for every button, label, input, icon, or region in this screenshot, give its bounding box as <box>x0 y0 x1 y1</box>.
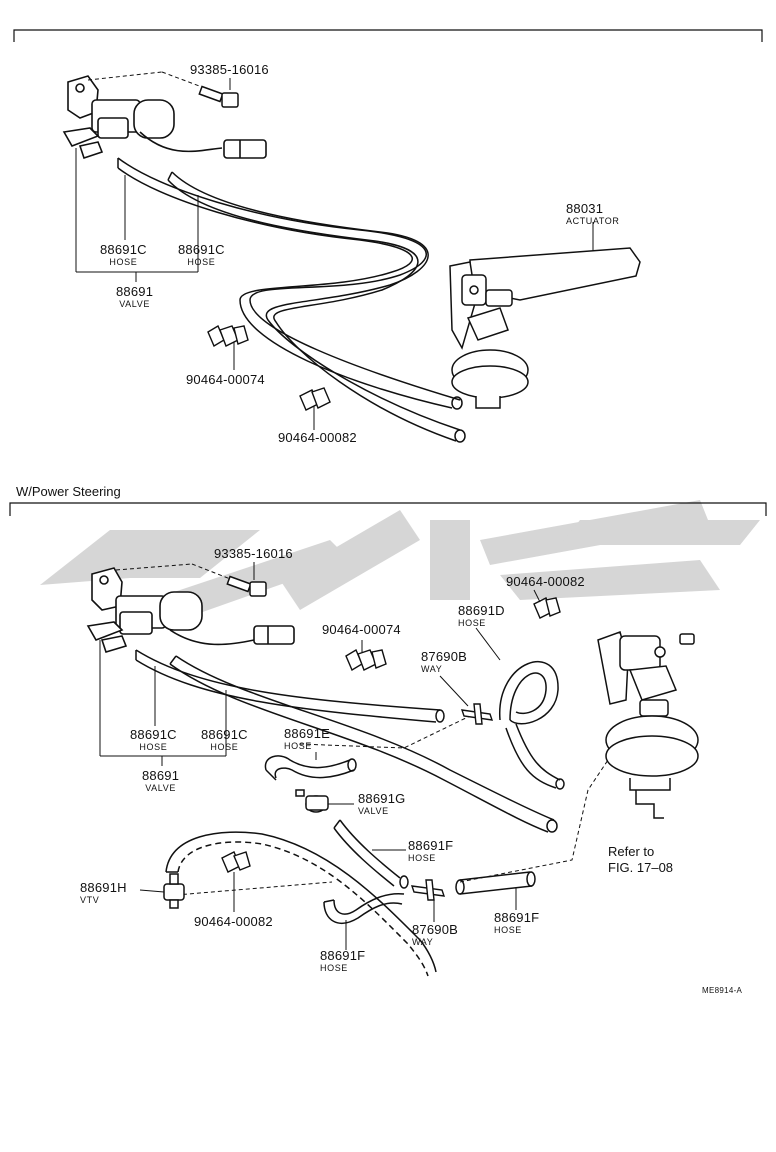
leader-dashed-bottom <box>115 563 609 896</box>
way-label-1: 87690B WAY <box>421 649 467 674</box>
vtv-88691H-icon <box>163 873 185 909</box>
part-number: 88691F <box>494 910 540 925</box>
actuator-top-icon <box>449 247 641 409</box>
part-number: 88031 <box>566 201 604 216</box>
valve-g-label: 88691G VALVE <box>358 791 405 816</box>
vsv-bottom-icon <box>86 567 295 653</box>
part-name: HOSE <box>139 742 168 752</box>
hose-label-top-1: 88691C HOSE <box>100 242 147 267</box>
clip-00082-bottom-c-icon <box>221 851 251 873</box>
bolt-top-icon <box>198 85 239 108</box>
hose-label-bottom-1: 88691C HOSE <box>130 727 177 752</box>
hose-f-label-1: 88691F HOSE <box>408 838 453 863</box>
hose-f-label-3: 88691F HOSE <box>320 948 365 973</box>
part-name: HOSE <box>187 257 216 267</box>
refer-line-1: Refer to <box>608 844 655 859</box>
part-name: HOSE <box>494 925 522 935</box>
part-number: 87690B <box>412 922 459 937</box>
hose-f-label-2: 88691F HOSE <box>494 910 539 935</box>
way-87690B-top-icon <box>460 703 494 725</box>
valve-label-bottom: 88691 VALVE <box>142 768 179 793</box>
frame-top <box>13 29 763 42</box>
part-name: ACTUATOR <box>566 216 620 226</box>
hose-long-bottom-icon <box>165 831 437 977</box>
part-name: HOSE <box>408 853 436 863</box>
part-number: 88691D <box>458 603 505 618</box>
part-number: 88691 <box>142 768 180 783</box>
clip-label-bottom-c: 90464-00082 <box>194 914 273 929</box>
part-name: VTV <box>80 895 100 905</box>
valve-88691G-icon <box>295 789 329 813</box>
hose-d-label: 88691D HOSE <box>458 603 505 628</box>
part-number: 88691G <box>358 791 406 806</box>
clip-label-bottom-a: 90464-00082 <box>506 574 585 589</box>
vtv-label: 88691H VTV <box>80 880 127 905</box>
part-number: 88691C <box>100 242 147 257</box>
clip-label-bottom-b: 90464-00074 <box>322 622 401 637</box>
hose-88691D-icon <box>499 661 565 790</box>
bolt-label-bottom: 93385-16016 <box>214 546 293 561</box>
part-name: WAY <box>412 937 434 947</box>
way-label-2: 87690B WAY <box>412 922 458 947</box>
part-name: HOSE <box>458 618 486 628</box>
part-name: HOSE <box>109 257 138 267</box>
hose-label-top-2: 88691C HOSE <box>178 242 225 267</box>
clip-00074-bottom-icon <box>345 648 387 672</box>
part-number: 88691E <box>284 726 331 741</box>
refer-line-2: FIG. 17–08 <box>608 860 674 875</box>
hose-top-routing <box>117 157 466 443</box>
way-87690B-bottom-icon <box>410 879 446 901</box>
part-name: HOSE <box>210 742 239 752</box>
part-number: 88691C <box>201 727 248 742</box>
clip-00082-top-icon <box>299 387 331 411</box>
actuator-bottom-icon <box>597 631 699 819</box>
hose-label-bottom-2: 88691C HOSE <box>201 727 248 752</box>
part-number: 88691C <box>178 242 225 257</box>
hose-88691F-1-icon <box>333 819 409 889</box>
part-name: WAY <box>421 664 443 674</box>
valve-label-top: 88691 VALVE <box>116 284 153 309</box>
hose-88691E-icon <box>264 755 357 781</box>
part-number: 88691F <box>320 948 366 963</box>
section-title: W/Power Steering <box>16 484 121 499</box>
actuator-label-top: 88031 ACTUATOR <box>566 201 619 226</box>
part-name: VALVE <box>358 806 389 816</box>
hose-88691F-2-icon <box>455 871 536 895</box>
part-number: 87690B <box>421 649 468 664</box>
part-number: 88691F <box>408 838 454 853</box>
part-number: 88691 <box>116 284 154 299</box>
clip-label-top-1: 90464-00074 <box>186 372 265 387</box>
leader-lines-bottom <box>99 562 541 950</box>
part-name: VALVE <box>145 783 176 793</box>
refer-note: Refer to FIG. 17–08 <box>608 844 673 876</box>
part-name: HOSE <box>320 963 348 973</box>
part-name: VALVE <box>119 299 150 309</box>
hose-bottom-routing <box>135 649 558 833</box>
part-name: HOSE <box>284 741 312 751</box>
clip-label-top-2: 90464-00082 <box>278 430 357 445</box>
bolt-label-top: 93385-16016 <box>190 62 269 77</box>
part-number: 88691H <box>80 880 127 895</box>
hose-88691F-3-icon <box>323 892 405 924</box>
frame-bottom <box>9 502 767 516</box>
clip-00074-top-icon <box>207 324 249 348</box>
part-number: 88691C <box>130 727 177 742</box>
clip-00082-bottom-a-icon <box>533 597 561 619</box>
bolt-bottom-icon <box>226 575 267 597</box>
figure-code: ME8914-A <box>702 986 743 995</box>
hose-e-label: 88691E HOSE <box>284 726 330 751</box>
vsv-top-icon <box>62 75 267 160</box>
